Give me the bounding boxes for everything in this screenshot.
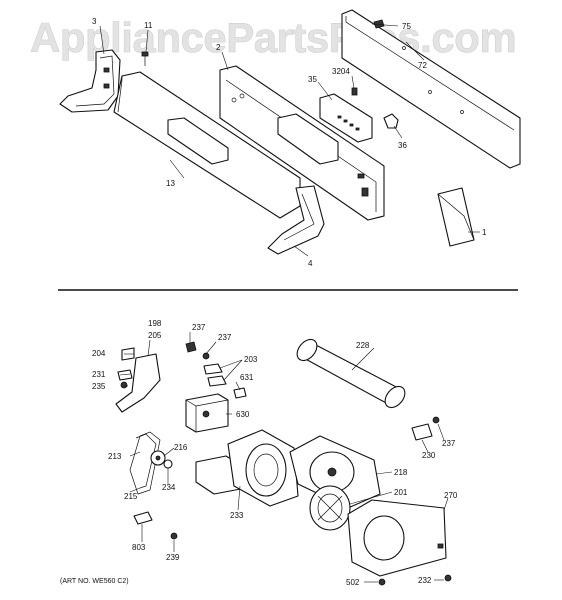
part-203-thermostat xyxy=(203,363,227,387)
callout-237-c: 237 xyxy=(442,439,456,448)
callout-630: 630 xyxy=(236,410,250,419)
callout-35: 35 xyxy=(308,75,317,84)
part-35-switch-module xyxy=(319,93,373,143)
part-72-rear-panel xyxy=(341,9,521,169)
callout-13: 13 xyxy=(166,179,175,188)
part-237-screw-a xyxy=(185,341,197,353)
callout-234: 234 xyxy=(162,483,176,492)
part-230-thermostat xyxy=(411,423,433,441)
callout-201: 201 xyxy=(394,488,408,497)
callout-235: 235 xyxy=(92,382,106,391)
part-218-drive-motor xyxy=(289,435,381,509)
callout-239: 239 xyxy=(166,553,180,562)
part-4-endcap-right xyxy=(267,185,325,255)
callout-231: 231 xyxy=(92,370,106,379)
callout-213: 213 xyxy=(108,452,122,461)
callout-216: 216 xyxy=(174,443,188,452)
part-215-belt xyxy=(129,431,161,495)
callout-237-a: 237 xyxy=(192,323,206,332)
callout-1: 1 xyxy=(482,228,487,237)
callout-803: 803 xyxy=(132,543,146,552)
part-234-pulley xyxy=(163,459,173,469)
part-233-blower-housing xyxy=(195,429,299,507)
part-201-blower-wheel xyxy=(309,485,351,531)
callout-230: 230 xyxy=(422,451,436,460)
part-235-screw xyxy=(120,381,128,389)
callout-3204: 3204 xyxy=(332,67,350,76)
part-502-screw xyxy=(378,578,386,586)
callout-631: 631 xyxy=(240,373,254,382)
part-237-screw-b xyxy=(202,352,210,360)
callout-237-b: 237 xyxy=(218,333,232,342)
callout-labels: 3 11 2 75 72 3204 35 36 1 13 4 198 205 2… xyxy=(92,17,487,587)
part-631-knob xyxy=(233,387,247,399)
callout-203: 203 xyxy=(244,355,258,364)
callout-233: 233 xyxy=(230,511,244,520)
part-630-timer xyxy=(185,393,229,433)
part-3-endcap-left xyxy=(59,49,121,113)
part-228-duct xyxy=(296,338,406,409)
callout-72: 72 xyxy=(418,61,427,70)
part-216-idler-pulley xyxy=(150,450,166,466)
part-3204-connector xyxy=(351,87,358,96)
callout-75: 75 xyxy=(402,22,411,31)
part-1-instruction-sheet xyxy=(437,187,475,247)
part-11-screw xyxy=(141,51,149,66)
part-270-blower-cover xyxy=(347,499,447,577)
part-237-screw-c xyxy=(432,416,440,424)
callout-11: 11 xyxy=(144,21,153,30)
callout-198: 198 xyxy=(148,319,162,328)
callout-205: 205 xyxy=(148,331,162,340)
callout-4: 4 xyxy=(308,259,313,268)
callout-3: 3 xyxy=(92,17,97,26)
callout-502: 502 xyxy=(346,578,360,587)
callout-228: 228 xyxy=(356,341,370,350)
callout-204: 204 xyxy=(92,349,106,358)
callout-232: 232 xyxy=(418,576,432,585)
part-232-screw xyxy=(444,574,452,582)
callout-2: 2 xyxy=(216,43,221,52)
part-2-panel-frame xyxy=(219,65,385,221)
part-75-screw xyxy=(373,19,385,29)
callout-215: 215 xyxy=(124,492,138,501)
part-36-knob xyxy=(383,113,399,129)
art-number: (ART NO. WE560 C2) xyxy=(60,578,129,585)
part-231-fuse xyxy=(117,369,133,381)
callout-270: 270 xyxy=(444,491,458,500)
callout-36: 36 xyxy=(398,141,407,150)
callout-218: 218 xyxy=(394,468,408,477)
leader-lines xyxy=(99,23,480,583)
part-803-switch xyxy=(133,511,153,525)
part-205-bracket xyxy=(115,353,161,413)
part-239-screw xyxy=(170,532,178,540)
